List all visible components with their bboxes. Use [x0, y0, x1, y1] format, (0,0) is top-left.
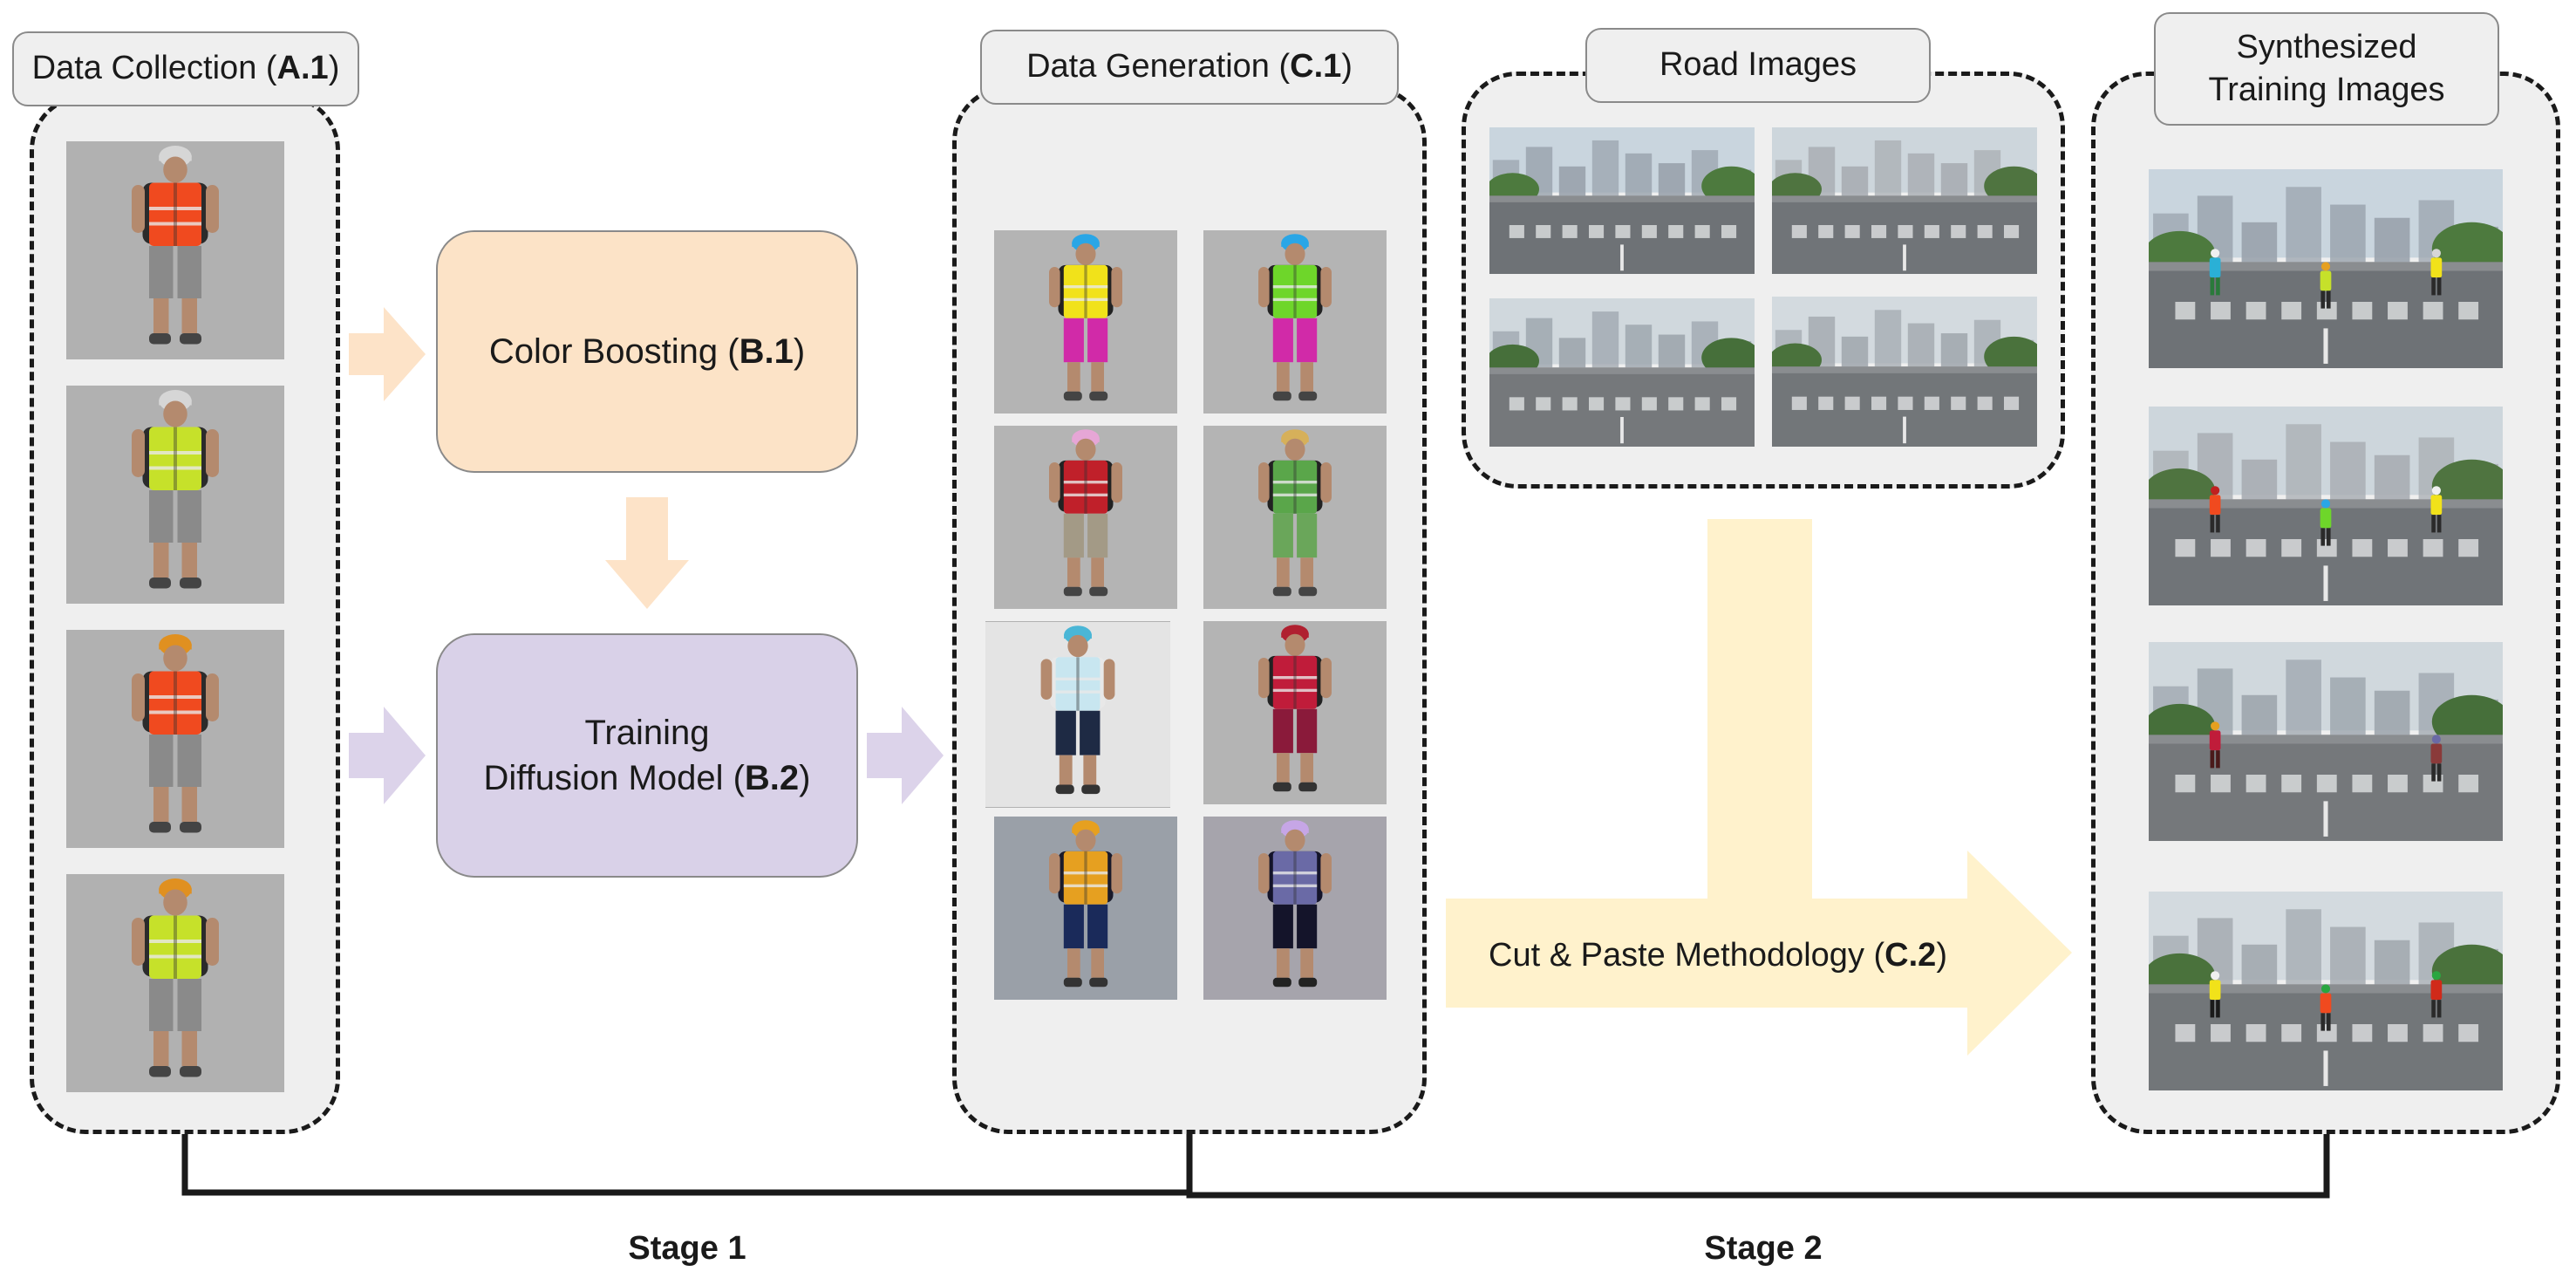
synthesized-line1: Synthesized	[2236, 28, 2417, 65]
training-line2-text: Diffusion Model (	[483, 759, 745, 797]
road-scene	[1489, 298, 1755, 447]
synthesized-photo-3	[2149, 642, 2503, 841]
generated-photo-3	[994, 426, 1177, 609]
synth-scene	[2149, 892, 2503, 1090]
road-scene	[1772, 127, 2037, 274]
color-boosting-suffix: )	[793, 332, 806, 371]
synth-scene	[2149, 642, 2503, 841]
worker-figure	[1203, 817, 1387, 1000]
generated-photo-1	[994, 230, 1177, 414]
stage1-label: Stage 1	[628, 1230, 746, 1267]
data-generation-code: C.1	[1290, 48, 1342, 85]
road-scene	[1489, 127, 1755, 274]
synthesized-photo-1	[2149, 169, 2503, 368]
synthesized-photo-2	[2149, 407, 2503, 605]
stage2-bracket	[1186, 1132, 2330, 1199]
generated-photo-7	[994, 817, 1177, 1000]
worker-figure	[985, 622, 1170, 807]
road-images-label: Road Images	[1585, 28, 1931, 103]
road-images-text: Road Images	[1659, 46, 1857, 84]
data-generation-text: Data Generation (	[1026, 48, 1291, 85]
data-generation-label: Data Generation (C.1)	[980, 30, 1399, 105]
collection-photo-3	[66, 630, 284, 848]
synthesized-line2: Training Images	[2208, 72, 2445, 108]
stage2-label: Stage 2	[1704, 1230, 1823, 1267]
generated-photo-4	[1203, 426, 1387, 609]
worker-figure	[1203, 230, 1387, 414]
training-line1: Training	[584, 714, 710, 752]
synth-scene	[2149, 407, 2503, 605]
road-photo-2	[1772, 127, 2037, 274]
arrow-boosting-to-diffusion	[605, 497, 689, 609]
arrow-diffusion-to-generation	[867, 707, 944, 804]
worker-figure	[994, 426, 1177, 609]
worker-figure	[1203, 621, 1387, 804]
worker-figure	[1203, 426, 1387, 609]
color-boosting-code: B.1	[739, 332, 794, 371]
arrow-collection-to-diffusion	[349, 707, 426, 804]
diffusion-model-box: Training Diffusion Model (B.2)	[436, 633, 858, 878]
road-photo-3	[1489, 298, 1755, 447]
data-collection-text: Data Collection	[31, 50, 266, 87]
road-photo-4	[1772, 297, 2037, 447]
road-scene	[1772, 297, 2037, 447]
worker-figure	[132, 878, 219, 1077]
color-boosting-box: Color Boosting (B.1)	[436, 230, 858, 473]
worker-figure	[132, 390, 219, 589]
generated-photo-2	[1203, 230, 1387, 414]
cut-paste-code: C.2	[1884, 936, 1937, 974]
stage-bracket-lines	[181, 1132, 2330, 1199]
worker-figure	[132, 634, 219, 833]
cut-paste-text: Cut & Paste Methodology	[1489, 936, 1874, 974]
stage1-bracket	[181, 1132, 1193, 1196]
data-collection-label: Data Collection (A.1)	[12, 31, 359, 106]
collection-photo-1	[66, 141, 284, 359]
worker-figure	[132, 146, 219, 345]
synthesized-photo-4	[2149, 892, 2503, 1090]
generated-photo-5	[985, 621, 1170, 808]
road-photo-1	[1489, 127, 1755, 274]
arrow-collection-to-boosting	[349, 307, 426, 401]
worker-figure	[994, 817, 1177, 1000]
generated-photo-8	[1203, 817, 1387, 1000]
collection-photo-4	[66, 874, 284, 1092]
arrow-cut-and-paste	[1446, 519, 2072, 1056]
worker-figure	[994, 230, 1177, 414]
training-line2-code: B.2	[744, 759, 800, 797]
cut-paste-label: Cut & Paste Methodology (C.2)	[1489, 936, 1947, 974]
collection-photo-2	[66, 386, 284, 604]
synthesized-images-label: Synthesized Training Images	[2154, 12, 2499, 126]
color-boosting-text: Color Boosting (	[488, 332, 739, 371]
data-generation-suffix: )	[1341, 48, 1353, 85]
synth-scene	[2149, 169, 2503, 368]
generated-photo-6	[1203, 621, 1387, 804]
data-collection-code: A.1	[276, 50, 329, 87]
training-line2-suffix: )	[799, 759, 811, 797]
